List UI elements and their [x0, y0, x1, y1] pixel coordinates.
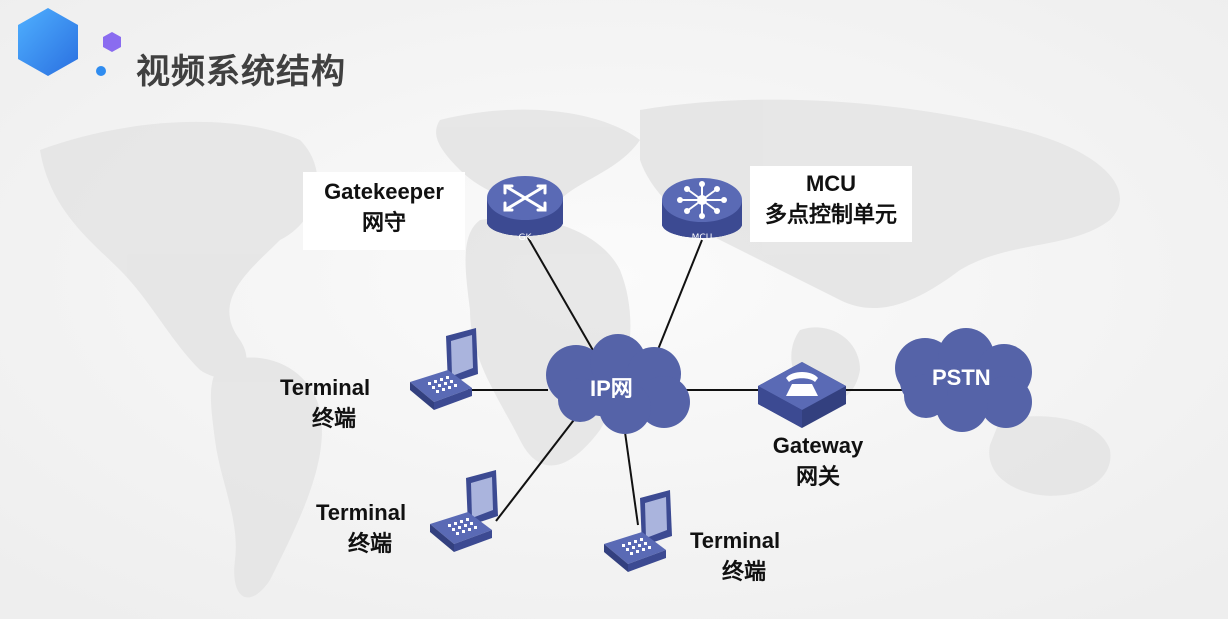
- mcu-subtitle: 多点控制单元: [764, 202, 897, 227]
- terminal-1-icon: [410, 328, 478, 410]
- mcu-icon: MCU: [662, 178, 742, 243]
- gatekeeper-icon: GK: [487, 176, 563, 243]
- terminal-1-label: Terminal 终端: [280, 372, 396, 434]
- terminal-1-subtitle: 终端: [312, 406, 357, 431]
- mcu-icon-label: MCU: [692, 233, 713, 243]
- gateway-icon: [758, 362, 846, 428]
- terminal-2-icon: [430, 470, 498, 552]
- pstn-label: PSTN: [932, 365, 991, 390]
- link-terminal2-ip: [495, 411, 581, 522]
- terminal-2-name: Terminal: [316, 500, 407, 525]
- gateway-label: Gateway 网关: [758, 430, 878, 492]
- gatekeeper-label: Gatekeeper 网守: [303, 172, 465, 250]
- gateway-name: Gateway: [772, 433, 864, 458]
- gatekeeper-subtitle: 网守: [361, 210, 406, 235]
- page-title: 视频系统结构: [136, 52, 346, 92]
- gateway-subtitle: 网关: [795, 464, 840, 489]
- pstn-cloud: [895, 328, 1032, 432]
- terminal-3-icon: [604, 490, 672, 572]
- connections: [468, 235, 905, 526]
- gatekeeper-icon-label: GK: [519, 233, 533, 243]
- gatekeeper-name: Gatekeeper: [324, 179, 444, 204]
- link-mcu-ip: [656, 239, 703, 353]
- ip-network-cloud: [546, 334, 690, 434]
- mcu-label: MCU 多点控制单元: [750, 166, 912, 242]
- terminal-2-subtitle: 终端: [348, 531, 393, 556]
- link-gatekeeper-ip: [526, 235, 595, 353]
- terminal-3-subtitle: 终端: [722, 559, 767, 584]
- terminal-1-name: Terminal: [280, 375, 371, 400]
- logo-icon: [18, 8, 121, 76]
- terminal-2-label: Terminal 终端: [316, 497, 432, 559]
- ip-network-label: IP网: [590, 376, 633, 401]
- terminal-3-label: Terminal 终端: [690, 525, 806, 587]
- link-terminal3-ip: [623, 424, 639, 526]
- mcu-name: MCU: [805, 171, 857, 196]
- terminal-3-name: Terminal: [690, 528, 781, 553]
